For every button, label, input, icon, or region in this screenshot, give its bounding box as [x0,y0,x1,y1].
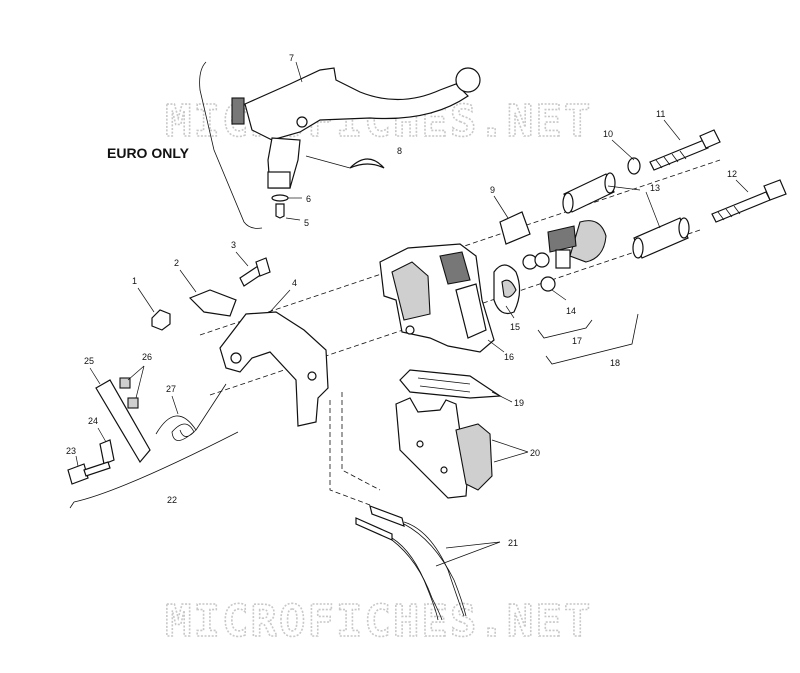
part-label-20: 20 [530,448,540,458]
part-label-16: 16 [504,352,514,362]
part-label-4: 4 [292,278,297,288]
group-17-bracket [537,319,593,339]
part-label-10: 10 [603,129,613,139]
link-plate [188,289,237,317]
part-label-1: 1 [132,276,137,286]
brake-pad-outer [395,397,471,499]
part-label-17: 17 [572,336,582,346]
part-label-8: 8 [397,146,402,156]
group-18-bracket [545,313,639,365]
sleeve-upper [562,172,616,214]
adjuster-arm [95,379,151,464]
euro-bracket [199,61,263,229]
torsion-spring [155,383,227,441]
long-bolt [649,129,721,171]
part-label-21: 21 [508,538,518,548]
screw [67,463,89,485]
lever-pin [275,203,285,219]
bracket-bolt [239,257,271,287]
axis-line-cable-1 [329,400,371,506]
leader-lines [75,61,749,567]
part-label-12: 12 [727,169,737,179]
part-label-13: 13 [650,183,660,193]
part-label-23: 23 [66,446,76,456]
part-label-22: 22 [167,495,177,505]
washer [627,157,641,175]
pivot-bushing [349,158,385,169]
part-label-5: 5 [304,218,309,228]
brake-cables [355,505,467,621]
part-label-14: 14 [566,306,576,316]
part-label-18: 18 [610,358,620,368]
caliper-body [379,243,495,353]
euro-only-label: EURO ONLY [107,145,190,161]
clip-washer [271,194,289,202]
part-label-19: 19 [514,398,524,408]
hex-nut [151,309,171,331]
part-label-15: 15 [510,322,520,332]
shim-plate [499,211,531,245]
part-label-26: 26 [142,352,152,362]
bushing-lower [127,397,139,409]
part-label-11: 11 [656,109,665,119]
short-bolt [711,179,787,223]
sleeve-lower [632,217,690,259]
axis-line-cable-2 [341,392,381,491]
part-label-3: 3 [231,240,236,250]
brake-lever [231,67,481,189]
pad-spring [399,369,502,399]
part-label-25: 25 [84,356,94,366]
part-label-24: 24 [88,416,98,426]
mounting-bracket [219,311,329,427]
part-label-27: 27 [166,384,176,394]
ball-2 [534,252,550,268]
watermark-bottom: MICROFICHES.NET [165,596,592,647]
brake-pad-inner [455,423,493,491]
ball-3 [540,276,556,292]
pivot-pin [99,439,115,465]
assembly-22-bracket [69,431,239,509]
part-number-labels: 1 2 3 4 5 6 7 8 9 10 11 12 13 14 15 16 1… [66,53,737,548]
part-label-6: 6 [306,194,311,204]
part-label-9: 9 [490,185,495,195]
bushing-upper [119,377,131,389]
cam-actuator [547,220,607,269]
part-label-2: 2 [174,258,179,268]
part-label-7: 7 [289,53,294,63]
